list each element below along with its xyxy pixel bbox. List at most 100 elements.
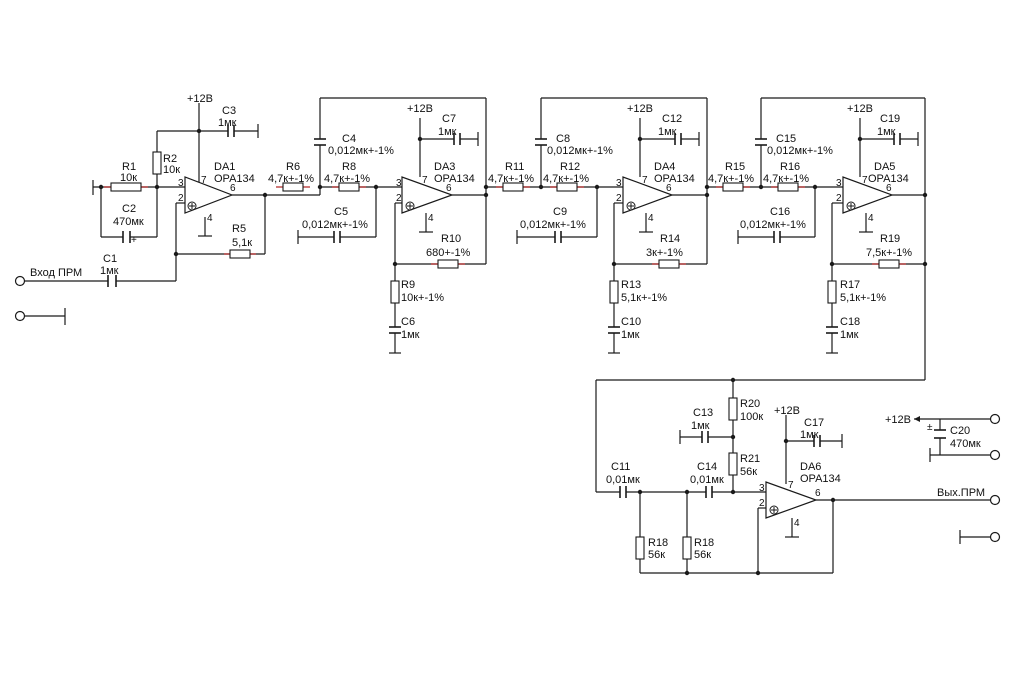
resistor-r14 (658, 259, 680, 269)
pin-number: 4 (868, 213, 874, 224)
component-value: 0,012мк+-1% (767, 145, 833, 157)
resistor-r2 (152, 151, 162, 175)
opamp-type: OPA134 (214, 173, 255, 185)
resistor-r12 (556, 182, 578, 192)
resistor-r15 (722, 182, 744, 192)
pin-number: 2 (759, 498, 765, 509)
pin-number: 6 (666, 183, 672, 194)
component-ref: C3 (222, 105, 236, 117)
capacitor-c18 (826, 326, 838, 334)
capacitor-c16 (773, 231, 781, 243)
component-value: 1мк (840, 329, 859, 341)
resistor-r16 (777, 182, 799, 192)
capacitor-c19 (893, 133, 901, 145)
component-ref: R5 (232, 223, 246, 235)
component-value: 1мк (800, 429, 819, 441)
component-value: 4,7к+-1% (268, 173, 314, 185)
pin-number: 3 (836, 178, 842, 189)
supply-label-da5: +12В (847, 103, 873, 115)
pin-number: 7 (201, 175, 207, 186)
output-terminal (989, 494, 1001, 506)
component-value: 1мк (218, 117, 237, 129)
component-ref: C7 (442, 113, 456, 125)
component-ref: R18 (694, 537, 714, 549)
pin-number: 6 (886, 183, 892, 194)
labels: Вход ПРМ Вых.ПРМ +12В +12В +12В +12В +12… (30, 93, 985, 561)
component-value: 4,7к+-1% (708, 173, 754, 185)
component-ref: C12 (662, 113, 682, 125)
component-ref: R18 (648, 537, 668, 549)
pin-number: 4 (794, 518, 800, 529)
component-ref: R10 (441, 233, 461, 245)
capacitor-c11 (619, 486, 627, 498)
opamp-da4 (622, 176, 674, 214)
capacitor-c7 (453, 133, 461, 145)
capacitor-c3 (227, 125, 235, 137)
resistor-r5 (229, 249, 251, 259)
component-value: 1мк (401, 329, 420, 341)
component-value: 56к (648, 549, 665, 561)
component-value: 1мк (691, 420, 710, 432)
component-value: 1мк (621, 329, 640, 341)
component-ref: R19 (880, 233, 900, 245)
opamp-ref: DA5 (874, 161, 895, 173)
component-ref: C19 (880, 113, 900, 125)
supply-label-da1: +12В (187, 93, 213, 105)
resistor-leads (104, 186, 906, 265)
capacitor-c2 (122, 231, 131, 243)
pin-number: 7 (422, 175, 428, 186)
pin-number: 4 (648, 213, 654, 224)
component-value: 0,012мк+-1% (328, 145, 394, 157)
capacitor-c1 (107, 275, 117, 287)
opamp-da1 (184, 176, 234, 214)
junctions (98, 128, 928, 576)
resistor-r13 (609, 280, 619, 304)
input-terminal (14, 275, 26, 287)
capacitor-c6 (389, 326, 401, 334)
component-value: 680+-1% (426, 247, 471, 259)
polarity-mark: ± (927, 422, 933, 433)
component-value: 1мк (658, 126, 677, 138)
component-value: 1мк (877, 126, 896, 138)
pin-number: 2 (616, 193, 622, 204)
component-ref: C10 (621, 316, 641, 328)
component-value: 10к (163, 164, 180, 176)
component-value: 5,1к (232, 237, 252, 249)
component-value: 7,5к+-1% (866, 247, 912, 259)
component-value: 0,012мк+-1% (302, 219, 368, 231)
resistor-r10 (437, 259, 459, 269)
component-ref: R15 (725, 161, 745, 173)
pin-number: 6 (815, 488, 821, 499)
pin-number: 2 (836, 193, 842, 204)
component-ref: R9 (401, 279, 415, 291)
component-ref: C13 (693, 407, 713, 419)
resistor-r6 (282, 182, 304, 192)
pin-number: 3 (616, 178, 622, 189)
resistor-r8 (338, 182, 360, 192)
component-value: 10к+-1% (401, 292, 444, 304)
component-value: 1мк (100, 265, 119, 277)
component-ref: R14 (660, 233, 680, 245)
component-value: 4,7к+-1% (543, 173, 589, 185)
capacitor-c12 (674, 133, 682, 145)
pin-number: 7 (788, 480, 794, 491)
capacitor-c17 (813, 435, 821, 447)
supply-arrow-icon (914, 416, 920, 422)
component-ref: C9 (553, 206, 567, 218)
pin-number: 3 (178, 178, 184, 189)
component-ref: C20 (950, 425, 970, 437)
component-ref: C2 (122, 203, 136, 215)
component-ref: C8 (556, 133, 570, 145)
component-ref: C1 (103, 253, 117, 265)
component-ref: C16 (770, 206, 790, 218)
component-value: 4,7к+-1% (763, 173, 809, 185)
component-value: 5,1к+-1% (840, 292, 886, 304)
component-value: 4,7к+-1% (324, 173, 370, 185)
resistor-r21 (728, 452, 738, 476)
opamp-type: OPA134 (868, 173, 909, 185)
component-value: 1мк (438, 126, 457, 138)
component-value: 100к (740, 411, 763, 423)
capacitor-c4 (314, 138, 326, 146)
component-ref: R1 (122, 161, 136, 173)
component-value: 10к (120, 172, 137, 184)
